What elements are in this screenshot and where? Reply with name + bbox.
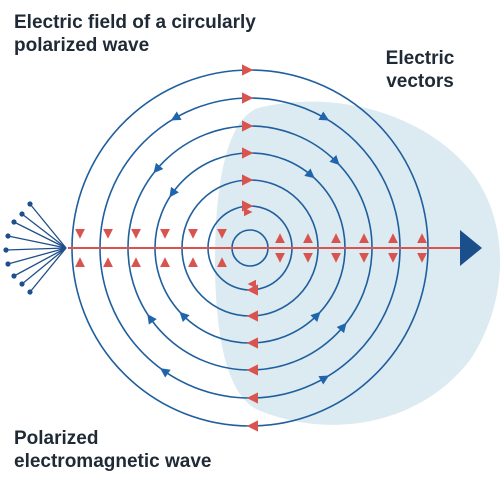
axis-arrow — [275, 233, 285, 243]
center-arrow — [246, 420, 258, 432]
blue-arrows — [147, 111, 347, 385]
blue-field-arrow — [147, 314, 157, 325]
axis-arrow — [103, 229, 113, 239]
center-arrow — [242, 120, 254, 132]
antenna-tip — [27, 201, 33, 207]
axis-arrow — [131, 229, 141, 239]
antenna-tip — [27, 289, 33, 295]
blue-field-arrow — [318, 111, 330, 121]
antenna-ray — [13, 221, 67, 249]
axis-arrow — [275, 253, 285, 263]
wavefront-sphere — [215, 101, 500, 425]
axis-arrow — [103, 257, 113, 267]
blue-field-arrow — [329, 154, 340, 166]
center-arrow — [242, 174, 254, 186]
blue-field-arrow — [160, 368, 171, 378]
axis-arrow — [75, 257, 85, 267]
antenna-tip — [11, 219, 17, 225]
antenna-tip — [3, 247, 9, 253]
axis-arrow — [417, 233, 427, 243]
axis-arrow — [388, 233, 398, 243]
antenna-ray — [13, 247, 67, 277]
antenna-tip — [19, 211, 25, 217]
axis-arrow — [217, 229, 227, 239]
center-arrow — [246, 310, 258, 322]
center-arrow — [246, 364, 258, 376]
axis-arrow — [131, 257, 141, 267]
wave-caption: Polarized electromagnetic wave — [14, 428, 212, 472]
antenna-ray — [7, 235, 67, 249]
center-arrow — [246, 392, 258, 404]
antenna-ray — [21, 247, 67, 285]
antenna-ray — [7, 247, 67, 265]
antenna-source-icon — [3, 201, 67, 295]
axis-arrow — [388, 253, 398, 263]
antenna-ray — [21, 213, 67, 249]
antenna-ray — [5, 247, 67, 251]
blue-field-arrow — [336, 322, 347, 334]
antenna-ray — [29, 203, 67, 249]
axis-arrow — [331, 233, 341, 243]
axis-arrow — [188, 257, 198, 267]
axis-arrows — [75, 229, 427, 267]
antenna-tip — [11, 273, 17, 279]
axis-arrow — [359, 253, 369, 263]
center-arrow — [246, 337, 258, 349]
blue-field-arrow — [179, 311, 190, 322]
axis-arrow — [303, 253, 313, 263]
center-arrow — [242, 147, 254, 159]
blue-field-arrow — [304, 168, 315, 179]
antenna-ray — [29, 247, 67, 293]
blue-field-arrow — [169, 186, 179, 198]
blue-field-arrow — [310, 311, 321, 322]
axis-arrow — [303, 233, 313, 243]
axis-arrow — [75, 229, 85, 239]
center-arrow — [242, 92, 254, 104]
electric-vectors-label: Electric vectors — [385, 48, 455, 92]
axis-arrow — [160, 257, 170, 267]
axis-arrow — [417, 253, 427, 263]
axis-arrow — [359, 233, 369, 243]
blue-field-arrow — [153, 162, 164, 174]
center-arrows — [242, 64, 258, 432]
center-arrow — [247, 279, 256, 289]
center-arrow — [244, 207, 253, 217]
axis-arrow — [160, 229, 170, 239]
blue-field-arrow — [170, 111, 182, 121]
antenna-tip — [5, 233, 11, 239]
axis-arrow — [217, 257, 227, 267]
diagram-title: Electric field of a circularly polarized… — [14, 12, 256, 56]
axis-arrow — [331, 253, 341, 263]
propagation-arrow-icon — [460, 230, 482, 266]
center-arrow — [242, 64, 254, 76]
antenna-tip — [5, 261, 11, 267]
antenna-tip — [19, 281, 25, 287]
axis-arrow — [188, 229, 198, 239]
blue-field-arrow — [318, 375, 330, 385]
